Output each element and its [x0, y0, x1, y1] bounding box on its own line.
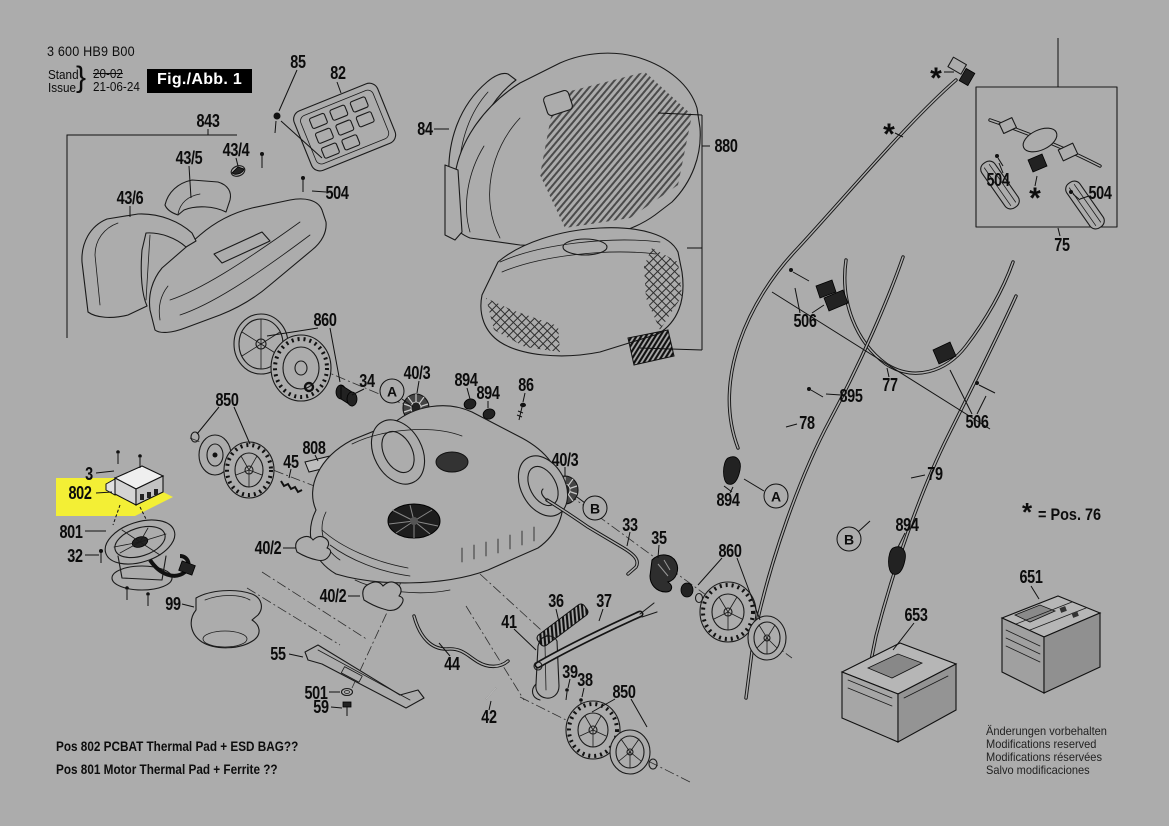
part-43-4-drawing	[230, 165, 246, 177]
note-pos-802: Pos 802 PCBAT Thermal Pad + ESD BAG??	[56, 739, 299, 754]
spring-45-drawing	[280, 480, 303, 494]
note-pos-801: Pos 801 Motor Thermal Pad + Ferrite ??	[56, 762, 278, 777]
grass-basket-880-drawing	[480, 227, 684, 366]
handle-tube-78-drawing	[744, 255, 905, 700]
screw-86-drawing	[516, 402, 526, 421]
bolt-59-drawing	[342, 701, 352, 716]
fender-43-6-drawing	[81, 213, 197, 318]
old-issue-date: 20-02	[93, 66, 123, 81]
lever-894-right-drawing	[888, 546, 906, 575]
fastener-894-b-drawing	[482, 408, 496, 420]
blade-55-drawing	[304, 644, 425, 709]
wheel-set-850-left-drawing	[190, 431, 275, 499]
bowden-cable-drawing	[727, 56, 976, 450]
cover-43-5-drawing	[164, 179, 232, 216]
screws-3-drawing	[116, 450, 142, 468]
legal-notice: Änderungen vorbehalten Modifications res…	[986, 725, 1107, 777]
lever-37-drawing	[533, 602, 658, 671]
part-code: 3 600 HB9 B00	[47, 43, 135, 59]
pcb-802-drawing	[105, 465, 165, 528]
wheel-set-860-right-drawing	[680, 581, 787, 661]
flap-40-2-lower-drawing	[362, 581, 404, 611]
screw-895-drawing	[807, 387, 824, 398]
stand-issue-brace: }	[76, 61, 87, 94]
pin-42-drawing	[485, 687, 497, 700]
screws-504-left	[260, 152, 305, 192]
wheel-set-860-top-drawing	[233, 313, 332, 402]
switchbox-82-drawing	[293, 82, 397, 172]
wheel-set-850-bottom-drawing	[565, 700, 658, 775]
asterisk-legend: * = Pos. 76	[1022, 497, 1112, 527]
legal-line-de: Änderungen vorbehalten	[986, 724, 1107, 738]
new-issue-date: 21-06-24	[93, 79, 140, 94]
chassis-843-drawing	[148, 198, 327, 333]
fastener-894-a-drawing	[463, 398, 477, 410]
legend-star: *	[1022, 497, 1033, 527]
charger-653-drawing	[840, 642, 958, 743]
stand-label: Stand	[48, 67, 79, 82]
lever-894-left-drawing	[723, 456, 741, 493]
handle-tube-79-drawing	[861, 294, 1018, 702]
bushing-34-drawing	[335, 384, 358, 407]
rod-33-drawing	[541, 488, 639, 576]
lower-handlebar-77-drawing	[843, 258, 1015, 375]
issue-label: Issue	[48, 80, 76, 95]
clip-35-drawing	[649, 554, 679, 593]
legal-line-es: Salvo modificaciones	[986, 763, 1090, 777]
battery-651-drawing	[1000, 595, 1102, 694]
legend-text: = Pos. 76	[1038, 505, 1102, 524]
screw-39-drawing	[565, 688, 569, 701]
flap-40-2-upper-drawing	[295, 535, 332, 562]
motor-801-drawing	[99, 519, 196, 606]
legal-line-fr: Modifications réservées	[986, 750, 1102, 764]
legal-line-en: Modifications reserved	[986, 737, 1097, 751]
clamp-506-right-drawing	[932, 341, 996, 394]
washer-501-drawing	[340, 687, 354, 697]
figure-number-box: Fig./Abb. 1	[147, 69, 253, 93]
rod-44-drawing	[412, 614, 510, 669]
pin-85-drawing	[273, 112, 323, 159]
clamp-506-upper-drawing	[789, 268, 849, 312]
deflector-99-drawing	[190, 589, 262, 649]
mower-deck-drawing	[309, 405, 569, 594]
upper-handle-75-drawing	[975, 38, 1118, 230]
motor-cover-880-drawing	[444, 52, 701, 246]
